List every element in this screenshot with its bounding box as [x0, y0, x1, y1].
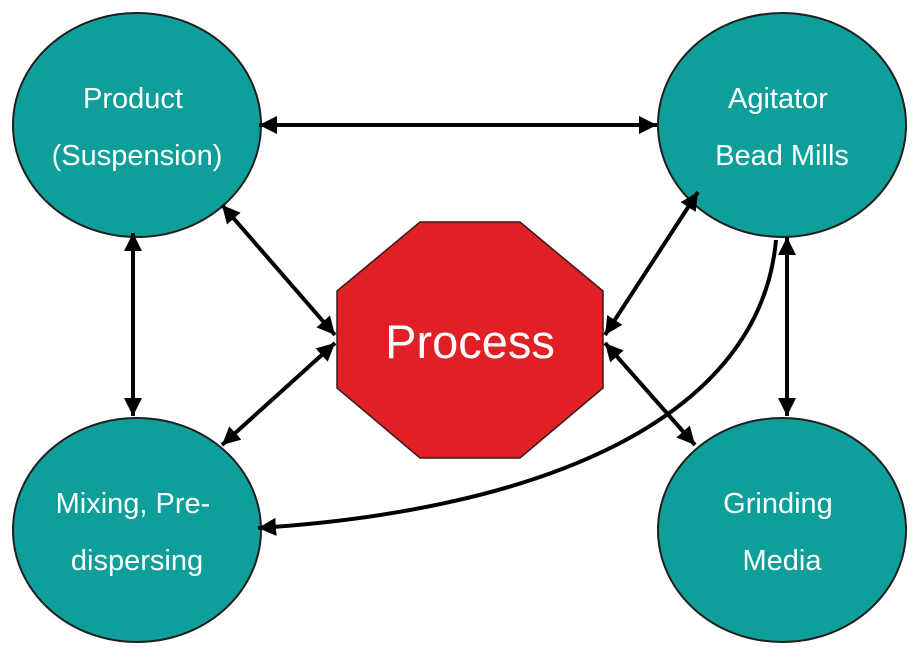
node-product: Product (Suspension): [12, 12, 262, 238]
process-octagon: [336, 221, 604, 459]
node-agitator-circle: [657, 12, 907, 238]
node-product-line-1: Product: [83, 83, 183, 115]
node-agitator-line-1: Agitator: [728, 83, 828, 115]
node-mixing-line-1: Mixing, Pre-: [56, 488, 211, 520]
node-grinding-label: Grinding Media: [723, 488, 841, 577]
node-product-label: Product (Suspension): [52, 83, 223, 172]
arrow-agitator-process: [603, 190, 700, 337]
node-mixing: Mixing, Pre- dispersing: [12, 417, 262, 643]
arrow-agitator-to-mixing-curve: [257, 239, 778, 536]
node-product-line-2: (Suspension): [52, 140, 223, 172]
process-label: Process: [385, 315, 555, 368]
node-mixing-line-2: dispersing: [71, 545, 203, 577]
node-agitator: Agitator Bead Mills: [657, 12, 907, 238]
arrow-mixing-process: [220, 341, 337, 447]
arrow-grinding-process: [603, 341, 697, 447]
process-node: Process: [336, 221, 604, 459]
node-agitator-label: Agitator Bead Mills: [715, 83, 849, 172]
node-mixing-circle: [12, 417, 262, 643]
node-mixing-label: Mixing, Pre- dispersing: [56, 488, 219, 577]
node-grinding-line-2: Media: [743, 545, 823, 577]
node-product-circle: [12, 12, 262, 238]
node-grinding: Grinding Media: [657, 417, 907, 643]
node-grinding-circle: [657, 417, 907, 643]
node-agitator-line-2: Bead Mills: [715, 140, 849, 172]
node-grinding-line-1: Grinding: [723, 488, 833, 520]
arrow-product-process: [220, 203, 337, 337]
